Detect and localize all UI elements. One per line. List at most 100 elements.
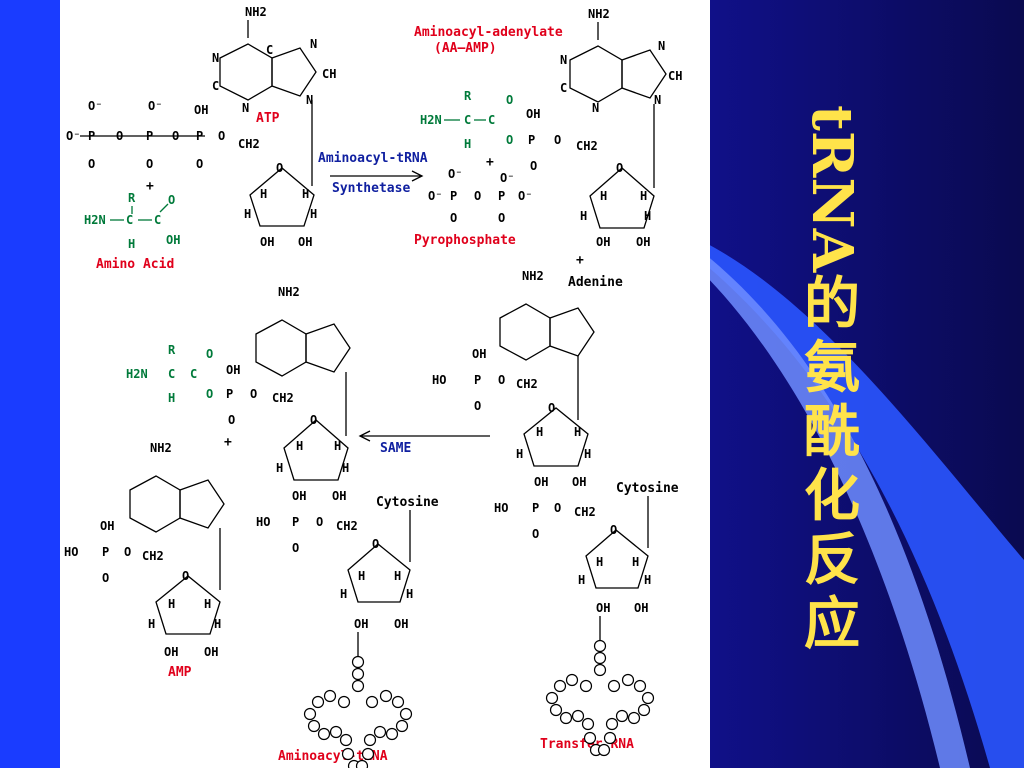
atom-o: O <box>292 541 299 555</box>
plus-sign: + <box>576 253 584 268</box>
atom-r: R <box>464 89 472 103</box>
atom-p: P <box>102 545 109 559</box>
atom-o: O⁻ <box>428 189 442 203</box>
atom-h: H <box>358 569 365 583</box>
atom-c: C <box>560 81 567 95</box>
trna-bead <box>323 689 337 703</box>
atom-oh: OH <box>634 601 648 615</box>
atom-ch2: CH2 <box>516 377 538 391</box>
trna-bead <box>363 733 377 747</box>
atom-o: O <box>554 501 561 515</box>
atom-n: N <box>212 51 219 65</box>
atom-ho: HO <box>432 373 446 387</box>
atom-oh: OH <box>260 235 274 249</box>
adenine-release: + Adenine <box>568 253 623 290</box>
atom-o: O <box>168 193 175 207</box>
atom-o: O⁻ <box>448 167 462 181</box>
atom-o: O <box>506 93 513 107</box>
slide-title: tRNA 的 氨 酰 化 反 应 <box>792 105 872 656</box>
trna-bead <box>627 711 641 725</box>
atom-p: P <box>474 373 481 387</box>
title-char-3: 酰 <box>804 399 860 466</box>
atom-oh: OH <box>526 107 540 121</box>
trna-bead <box>593 651 607 665</box>
atom-h: H <box>334 439 341 453</box>
atom-n: N <box>306 93 313 107</box>
atom-o: O <box>310 413 317 427</box>
title-char-6: 应 <box>804 591 860 658</box>
atom-o: O <box>532 527 539 541</box>
atom-o: O <box>474 189 481 203</box>
title-latin: tRNA <box>799 105 865 273</box>
atom-h: H <box>340 587 347 601</box>
trna-bead <box>565 673 579 687</box>
trna-bead <box>317 727 331 741</box>
atom-o: O <box>172 129 179 143</box>
atom-oh: OH <box>194 103 208 117</box>
trna-bead <box>579 679 593 693</box>
trna-bead <box>311 695 325 709</box>
atom-c: C <box>464 113 471 127</box>
plus-sign: + <box>146 179 154 194</box>
trna-bead <box>303 707 317 721</box>
aa-amp-label-line1: Aminoacyl-adenylate <box>414 25 563 40</box>
trna-bead <box>603 731 617 745</box>
trna-bead <box>559 711 573 725</box>
trna-bead <box>361 747 375 761</box>
title-char-5: 反 <box>804 527 860 594</box>
trna-adenosine-right: NH2 OH HO P O CH2 O O H H H H OH OH HO P… <box>432 269 679 752</box>
atp-label: ATP <box>256 111 280 126</box>
atom-h: H <box>516 447 523 461</box>
atom-ho: HO <box>64 545 78 559</box>
trna-bead <box>391 695 405 709</box>
atom-oh: OH <box>572 475 586 489</box>
pyrophosphate-label: Pyrophosphate <box>414 233 516 248</box>
trna-bead <box>641 691 655 705</box>
atom-h: H <box>464 137 471 151</box>
atom-o: O <box>196 157 203 171</box>
atom-oh: OH <box>596 235 610 249</box>
atp-molecule: NH2 N C N C N CH N ATP O⁻ O⁻ P O P O P O… <box>66 5 336 249</box>
atom-o: O <box>548 401 555 415</box>
atom-h: H <box>204 597 211 611</box>
atom-c: C <box>266 43 273 57</box>
trna-bead <box>633 679 647 693</box>
cytosine-right-label: Cytosine <box>616 481 679 496</box>
atom-r: R <box>168 343 176 357</box>
plus-sign: + <box>224 435 232 450</box>
trna-bead <box>593 639 607 653</box>
atom-h: H <box>394 569 401 583</box>
trna-bead <box>399 707 413 721</box>
atom-oh: OH <box>394 617 408 631</box>
atom-oh: OH <box>298 235 312 249</box>
trna-bead <box>583 731 597 745</box>
trna-bead <box>339 733 353 747</box>
aa-amp-label-line2: (AA–AMP) <box>434 41 497 56</box>
trna-bead <box>379 689 393 703</box>
trna-bead <box>545 691 559 705</box>
atom-o: O <box>616 161 623 175</box>
trna-bead <box>637 703 651 717</box>
atom-o: O⁻ <box>518 189 532 203</box>
trna-bead <box>549 703 563 717</box>
synthetase-arrow: Aminoacyl-tRNA Synthetase <box>318 151 428 196</box>
title-char-4: 化 <box>804 463 860 530</box>
atom-c: C <box>488 113 495 127</box>
atom-o: O <box>116 129 123 143</box>
atom-p: P <box>528 133 535 147</box>
atom-oh: OH <box>472 347 486 361</box>
atom-ch: CH <box>322 67 336 81</box>
atom-h: H <box>296 439 303 453</box>
atom-n: N <box>560 53 567 67</box>
plus-sign: + <box>486 155 494 170</box>
atom-ch2: CH2 <box>574 505 596 519</box>
atom-h: H <box>584 447 591 461</box>
atom-oh: OH <box>100 519 114 533</box>
atom-oh: OH <box>636 235 650 249</box>
atom-nh2: NH2 <box>588 7 610 21</box>
amp-label: AMP <box>168 665 192 680</box>
atom-o: O <box>316 515 323 529</box>
atom-h: H <box>302 187 309 201</box>
atom-ch2: CH2 <box>238 137 260 151</box>
trna-bead <box>593 663 607 677</box>
